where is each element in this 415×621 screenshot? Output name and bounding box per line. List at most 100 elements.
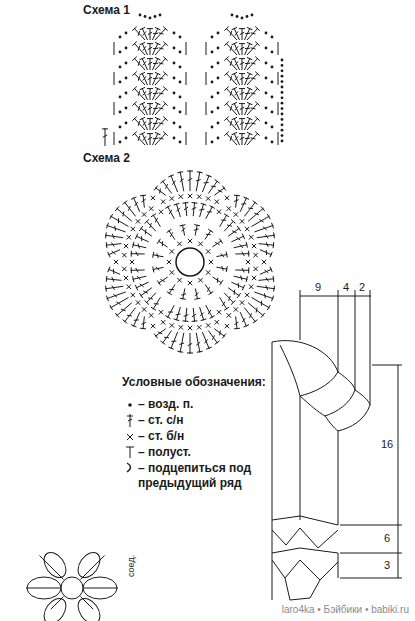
stitch-mark [240, 137, 244, 139]
stitch-mark [249, 235, 253, 239]
stitch-mark [251, 48, 256, 49]
stitch-mark [234, 103, 240, 115]
stitch-mark [186, 102, 187, 115]
stitch-mark [194, 229, 199, 231]
stitch-mark [248, 303, 263, 316]
stitch-mark [238, 283, 239, 288]
stitch-mark [170, 196, 174, 200]
chain-dot [125, 32, 128, 35]
chain-dot [179, 96, 182, 99]
stitch-mark [206, 323, 210, 327]
stitch-mark [245, 48, 250, 49]
stitch-mark [161, 200, 165, 204]
stitch-mark [240, 107, 244, 109]
stitch-mark [186, 72, 187, 85]
stitch-mark [240, 122, 244, 124]
stitch-mark [246, 260, 250, 264]
stitch-mark [140, 288, 151, 296]
stitch-mark [206, 175, 212, 177]
chain-dot [217, 137, 220, 140]
stitch-mark [146, 221, 156, 231]
chain-dot [281, 86, 284, 89]
stitch-mark [168, 347, 174, 349]
chain-dot [179, 126, 182, 129]
stitch-mark [122, 253, 126, 257]
stitch-mark [164, 337, 169, 339]
legend-text: – полуст. [138, 445, 191, 459]
chain-dot [179, 81, 182, 84]
chain-dot [173, 47, 176, 50]
stitch-mark [184, 315, 189, 317]
stitch-mark [204, 182, 209, 184]
legend-symbols [126, 403, 134, 472]
stitch-mark [249, 285, 253, 289]
stitch-mark [145, 219, 149, 223]
stitch-mark [234, 307, 238, 311]
stitch-mark [153, 252, 154, 258]
stitch-mark [242, 252, 245, 256]
stitch-mark [155, 58, 166, 70]
chain-dot [125, 122, 128, 125]
stitch-mark [240, 219, 244, 223]
chain-dot [125, 92, 128, 95]
stitch-mark [132, 27, 136, 31]
stitch-mark [208, 181, 217, 194]
stitch-mark [112, 286, 115, 290]
stitch-mark [122, 253, 126, 257]
chain-dot [217, 62, 220, 65]
stitch-mark [186, 42, 187, 55]
stitch-mark [197, 194, 201, 198]
stitch-mark [196, 171, 200, 191]
stitch-mark [239, 28, 245, 29]
stitch-mark [115, 313, 119, 318]
stitch-mark [209, 260, 213, 264]
stitch-mark [235, 61, 238, 65]
stitch-mark [234, 43, 240, 55]
stitch-mark [157, 239, 160, 244]
stitch-mark [254, 225, 273, 232]
stitch-mark [157, 253, 159, 258]
stitch-mark [130, 260, 134, 264]
stitch-mark [232, 132, 237, 134]
stitch-mark [217, 278, 218, 283]
stitch-mark [136, 252, 138, 256]
stitch-mark [140, 228, 151, 236]
stitch-mark [116, 302, 120, 305]
stitch-mark [224, 221, 234, 231]
stitch-mark [249, 235, 253, 239]
stitch-mark [248, 208, 263, 221]
stitch-mark [124, 244, 128, 248]
stitch-mark [131, 227, 135, 231]
stitch-mark [167, 260, 171, 264]
dimension-value: 2 [359, 281, 365, 294]
stitch-mark [253, 201, 258, 205]
stitch-mark [267, 305, 270, 310]
stitch-mark [133, 197, 139, 211]
stitch-mark [231, 236, 244, 242]
stitch-mark [167, 260, 171, 264]
chain-dot [217, 92, 220, 95]
stitch-mark [165, 184, 167, 189]
stitch-mark [252, 244, 256, 248]
stitch-mark [234, 212, 238, 216]
scheme-title: Схема 2 [83, 152, 130, 166]
stitch-mark [208, 229, 213, 232]
legend-entry: – полуст. [138, 445, 288, 460]
stitch-mark [103, 135, 107, 137]
stitch-mark [123, 320, 128, 324]
stitch-mark [251, 63, 256, 64]
stitch-mark [138, 244, 139, 249]
stitch-mark [239, 43, 245, 44]
stitch-mark [180, 179, 184, 182]
stitch-mark [151, 324, 155, 328]
stitch-mark [80, 596, 93, 609]
stitch-mark [180, 225, 186, 226]
stitch-mark [198, 278, 202, 282]
stitch-mark [222, 302, 224, 306]
dimension-value: 4 [343, 281, 349, 294]
stitch-mark [179, 325, 183, 329]
chain-dot [271, 51, 274, 54]
stitch-mark [207, 287, 209, 291]
chain-dot [281, 64, 284, 67]
chain-dot [281, 80, 284, 83]
